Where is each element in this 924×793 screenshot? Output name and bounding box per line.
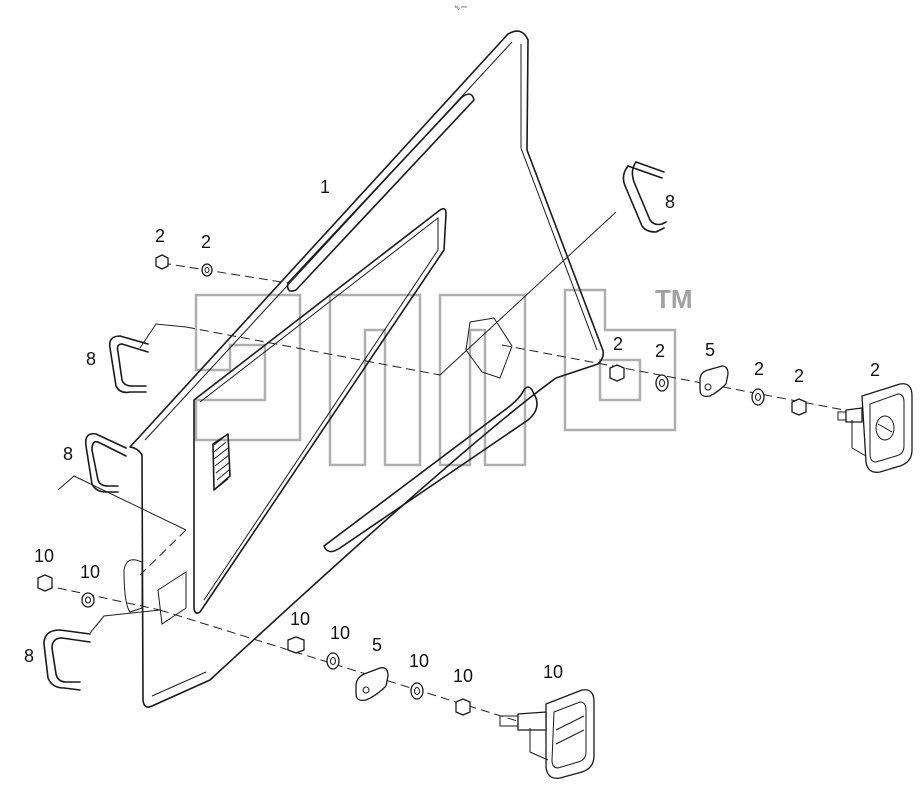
- callout-10-washer-lower-left: 10: [80, 562, 100, 582]
- cam-lever-upper: [699, 365, 729, 398]
- callout-1-panel: 1: [320, 177, 330, 197]
- assembly-lines: [43, 211, 861, 726]
- callout-10-nut-lower-2: 10: [453, 666, 473, 686]
- washer-upper-right-2: [751, 388, 765, 406]
- callout-10-nut-lower-1: 10: [290, 609, 310, 629]
- u-handle-upper-right: [622, 161, 667, 233]
- washer-lower-left: [81, 592, 95, 608]
- nut-lower-2: [455, 698, 471, 716]
- watermark-tm: TM: [655, 284, 693, 314]
- callout-10-washer-lower-2: 10: [409, 651, 429, 671]
- callout-2-nut-upper-left: 2: [155, 226, 165, 246]
- latch-assembly-lower: [499, 689, 595, 779]
- washer-upper-left: [201, 263, 213, 277]
- cam-lever-lower: [355, 667, 389, 702]
- u-handle-left-middle: [84, 432, 127, 493]
- washer-upper-right-1: [655, 374, 669, 392]
- watermark-logo: TM: [194, 284, 693, 467]
- callout-8-handle-left-upper: 8: [86, 349, 96, 369]
- callout-2-nut-upper-right-1: 2: [613, 334, 623, 354]
- u-handle-left-lower: [43, 629, 91, 691]
- washer-lower-2: [410, 682, 424, 700]
- callout-10-latch-lower: 10: [543, 662, 563, 682]
- callout-2-washer-upper-left: 2: [201, 232, 211, 252]
- latch-assembly-upper: [837, 383, 913, 473]
- callout-10-nut-lower-left: 10: [34, 546, 54, 566]
- nut-lower-1: [287, 636, 305, 654]
- callout-5-cam-lower: 5: [372, 635, 382, 655]
- callout-2-latch-upper: 2: [870, 360, 880, 380]
- u-handle-left-upper: [108, 335, 149, 394]
- vent-louvres: [212, 433, 231, 491]
- nut-upper-left: [155, 254, 169, 270]
- callout-2-washer-upper-right-2: 2: [754, 359, 764, 379]
- door-panel: [123, 30, 605, 708]
- sheet-code: ᴹᵩ ᵒᵒᵒ: [455, 5, 467, 11]
- callout-5-cam-upper: 5: [705, 340, 715, 360]
- callout-8-handle-upper-right: 8: [665, 192, 675, 212]
- callout-8-handle-left-lower: 8: [24, 646, 34, 666]
- callout-2-nut-upper-right-2: 2: [794, 366, 804, 386]
- nut-lower-left: [37, 574, 53, 592]
- nut-upper-right-2: [791, 398, 807, 416]
- nut-upper-right-1: [609, 364, 625, 382]
- callout-labels: 1 2 2 8 8 8 8 2 2 5 2 2 2 10 10 10 10 5 …: [24, 177, 880, 686]
- callout-8-handle-left-middle: 8: [63, 444, 73, 464]
- washer-lower-1: [326, 652, 340, 670]
- callout-2-washer-upper-right-1: 2: [655, 341, 665, 361]
- callout-10-washer-lower-1: 10: [330, 623, 350, 643]
